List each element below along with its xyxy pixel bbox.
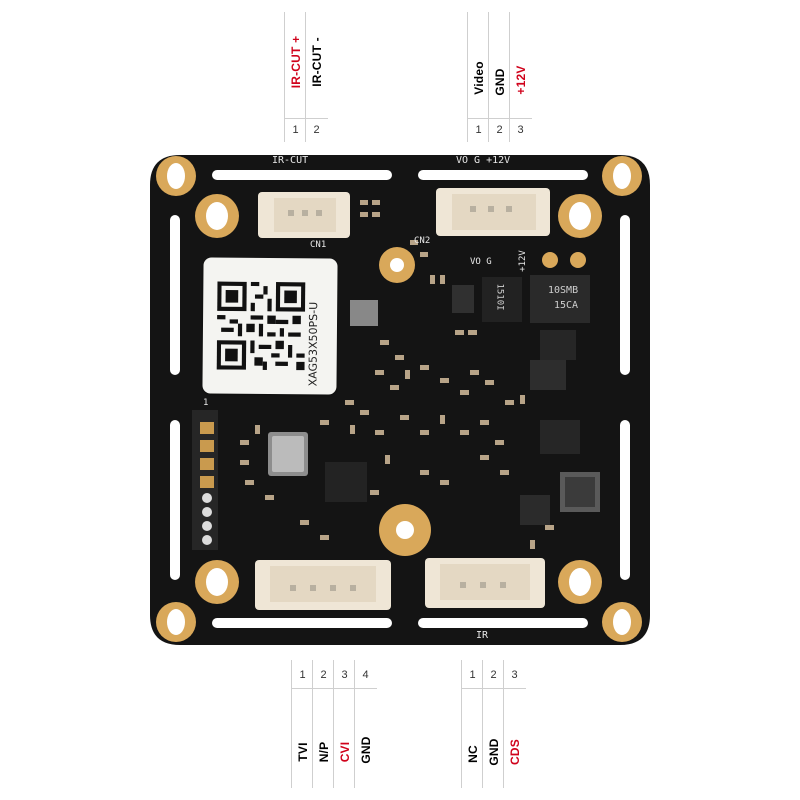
smd-chip <box>530 275 590 323</box>
edge-slot <box>620 420 630 580</box>
pin-column-3: 3 CDS <box>503 660 525 788</box>
table-divider <box>291 688 377 689</box>
ir-cut-pin-table: IR-CUT + 1 IR-CUT - 2 <box>284 12 328 142</box>
power-video-pin-table: Video 1 GND 2 +12V 3 <box>467 12 532 142</box>
pin-column-2: 2 N/P <box>312 660 334 788</box>
chip-marking-15ca: 15CA <box>554 300 579 311</box>
pin-number: 3 <box>517 124 524 136</box>
qr-code-icon <box>216 281 306 371</box>
silkscreen-plus12v: +12V <box>517 250 528 272</box>
gold-pad <box>570 252 586 268</box>
pin-number: 2 <box>490 669 497 681</box>
smd-chip <box>540 330 576 360</box>
pin-number: 1 <box>292 124 299 136</box>
pin-number: 2 <box>496 124 503 136</box>
silkscreen-vo-g-12v: VO G +12V <box>456 155 511 166</box>
side-pin-header <box>192 410 218 550</box>
table-divider <box>284 118 328 119</box>
smd-chip <box>452 285 474 313</box>
pin-number: 3 <box>511 669 518 681</box>
gold-pad <box>542 252 558 268</box>
smd-chip <box>530 360 566 390</box>
edge-slot <box>620 215 630 375</box>
mounting-hole-top-left <box>156 156 239 238</box>
pin-column-3: +12V 3 <box>509 12 531 142</box>
pin-column-2: 2 GND <box>482 660 504 788</box>
pin-number: 1 <box>475 124 482 136</box>
silkscreen-vo-g: VO G <box>470 257 492 267</box>
mounting-hole-top-right <box>558 156 642 238</box>
silkscreen-ir: IR <box>476 630 489 641</box>
connector-cn1 <box>258 192 350 238</box>
mounting-hole-bottom-right <box>558 560 642 642</box>
pin-column-4: 4 GND <box>354 660 376 788</box>
edge-slot <box>418 170 588 180</box>
edge-slot <box>212 170 392 180</box>
chip-marking-10smb: 10SMB <box>548 285 579 296</box>
crystal <box>272 436 304 472</box>
chip-marking-1510i: 1510I <box>494 283 505 311</box>
mounting-hole-bottom-left <box>156 560 239 642</box>
pin-number: 3 <box>341 669 348 681</box>
serial-sticker: XAG53X50PS-U <box>202 257 338 395</box>
pin-column-1: IR-CUT + 1 <box>284 12 306 142</box>
pin-number: 1 <box>469 669 476 681</box>
connector-ir <box>425 558 545 608</box>
connector-video-output <box>255 560 391 610</box>
smd-chip <box>520 495 550 525</box>
silkscreen-cn1: CN1 <box>310 240 327 250</box>
edge-slot <box>418 618 588 628</box>
table-divider <box>467 118 532 119</box>
silkscreen-ir-cut: IR-CUT <box>272 155 309 166</box>
pin-column-3: 3 CVI <box>333 660 355 788</box>
serial-code: XAG53X50PS-U <box>306 301 321 387</box>
silkscreen-cn2: CN2 <box>414 236 431 246</box>
inductor <box>565 477 595 507</box>
edge-slot <box>170 420 180 580</box>
header-pin-one-label: 1 <box>203 398 209 408</box>
pin-column-1: 1 TVI <box>291 660 313 788</box>
smd-chip <box>540 420 580 454</box>
pin-column-2: GND 2 <box>488 12 510 142</box>
smd-chip <box>482 277 522 322</box>
pin-number: 2 <box>320 669 327 681</box>
pin-column-1: Video 1 <box>467 12 489 142</box>
center-hole-lower <box>379 504 431 556</box>
edge-slot <box>170 215 180 375</box>
pin-number: 1 <box>299 669 306 681</box>
pin-number: 2 <box>313 124 320 136</box>
video-output-pin-table: 1 TVI 2 N/P 3 CVI 4 GND <box>291 660 377 788</box>
pin-column-2: IR-CUT - 2 <box>305 12 327 142</box>
edge-slot <box>212 618 392 628</box>
connector-cn2 <box>436 188 550 236</box>
pin-column-1: 1 NC <box>461 660 483 788</box>
smd-chip <box>325 462 367 502</box>
table-divider <box>461 688 526 689</box>
inductor <box>350 300 378 326</box>
passive-components <box>240 200 554 549</box>
ir-sensor-pin-table: 1 NC 2 GND 3 CDS <box>461 660 526 788</box>
center-hole-upper <box>379 247 415 283</box>
pin-number: 4 <box>362 669 369 681</box>
